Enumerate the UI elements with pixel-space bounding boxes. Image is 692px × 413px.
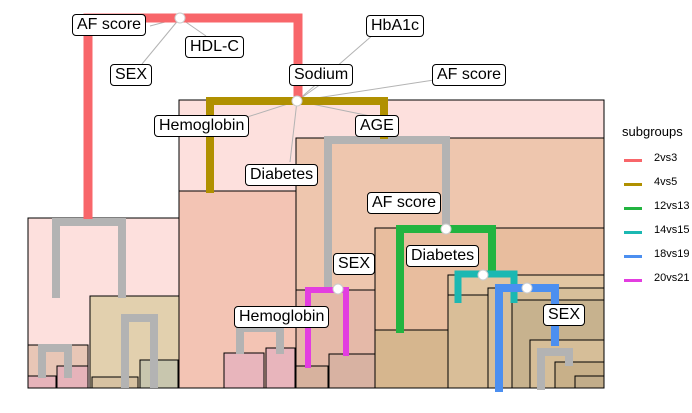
label-hba1c: HbA1c bbox=[366, 15, 425, 37]
label-sodium: Sodium bbox=[289, 64, 354, 86]
legend-label: 18vs19 bbox=[654, 248, 690, 260]
panel-main-left-leaf-a bbox=[223, 352, 265, 389]
legend-item: 20vs21 bbox=[612, 269, 690, 293]
label-sex-mid: SEX bbox=[333, 253, 376, 275]
split-20vs21 bbox=[305, 287, 349, 368]
label-diabetes-right: Diabetes bbox=[406, 245, 480, 267]
legend-items: 2vs3 4vs5 12vs13 14vs15 18vs19 20vs21 bbox=[612, 149, 690, 293]
node-dots bbox=[174, 12, 533, 295]
legend-label: 4vs5 bbox=[654, 176, 678, 188]
panel-mid-col-leaf-a bbox=[295, 365, 329, 389]
legend-item: 2vs3 bbox=[612, 149, 690, 173]
legend-label: 14vs15 bbox=[654, 224, 690, 236]
label-sex-top: SEX bbox=[110, 64, 153, 86]
label-sex-right: SEX bbox=[543, 304, 586, 326]
panel-left-leaf-c bbox=[91, 376, 139, 389]
legend-key bbox=[624, 159, 642, 162]
panel-mid-col-leaf-b bbox=[328, 353, 376, 389]
panel-left-leaf-b bbox=[56, 365, 89, 389]
panel-right-b-6 bbox=[574, 375, 605, 389]
legend-title: subgroups bbox=[622, 124, 683, 139]
legend-key bbox=[624, 231, 642, 234]
legend-key bbox=[624, 255, 642, 258]
label-af-score-right: AF score bbox=[432, 64, 507, 86]
legend-label: 20vs21 bbox=[654, 272, 690, 284]
panels bbox=[27, 99, 605, 389]
legend-item: 4vs5 bbox=[612, 173, 690, 197]
label-af-score-mid: AF score bbox=[367, 192, 442, 214]
gray-splits bbox=[38, 136, 573, 390]
legend-item: 14vs15 bbox=[612, 221, 690, 245]
legend-key bbox=[624, 279, 642, 282]
label-hemoglobin-bottom: Hemoglobin bbox=[234, 306, 330, 328]
legend: subgroups 2vs3 4vs5 12vs13 14vs15 18vs19 bbox=[612, 124, 690, 293]
panel-left-leaf-d bbox=[139, 359, 179, 389]
label-hdl-c: HDL-C bbox=[185, 36, 244, 58]
label-age: AGE bbox=[355, 115, 399, 137]
legend-key bbox=[624, 207, 642, 210]
legend-label: 12vs13 bbox=[654, 200, 690, 212]
legend-item: 18vs19 bbox=[612, 245, 690, 269]
legend-label: 2vs3 bbox=[654, 152, 678, 164]
panel-right-b-1 bbox=[447, 294, 489, 389]
split-2vs3 bbox=[83, 13, 303, 219]
panel-right-leaf-a bbox=[374, 329, 449, 389]
label-af-score-top: AF score bbox=[72, 14, 147, 36]
legend-item: 12vs13 bbox=[612, 197, 690, 221]
legend-key bbox=[624, 183, 642, 186]
panel-main-left-leaf-b bbox=[265, 347, 296, 389]
label-diabetes-left: Diabetes bbox=[245, 164, 319, 186]
label-hemoglobin-top: Hemoglobin bbox=[154, 115, 250, 137]
